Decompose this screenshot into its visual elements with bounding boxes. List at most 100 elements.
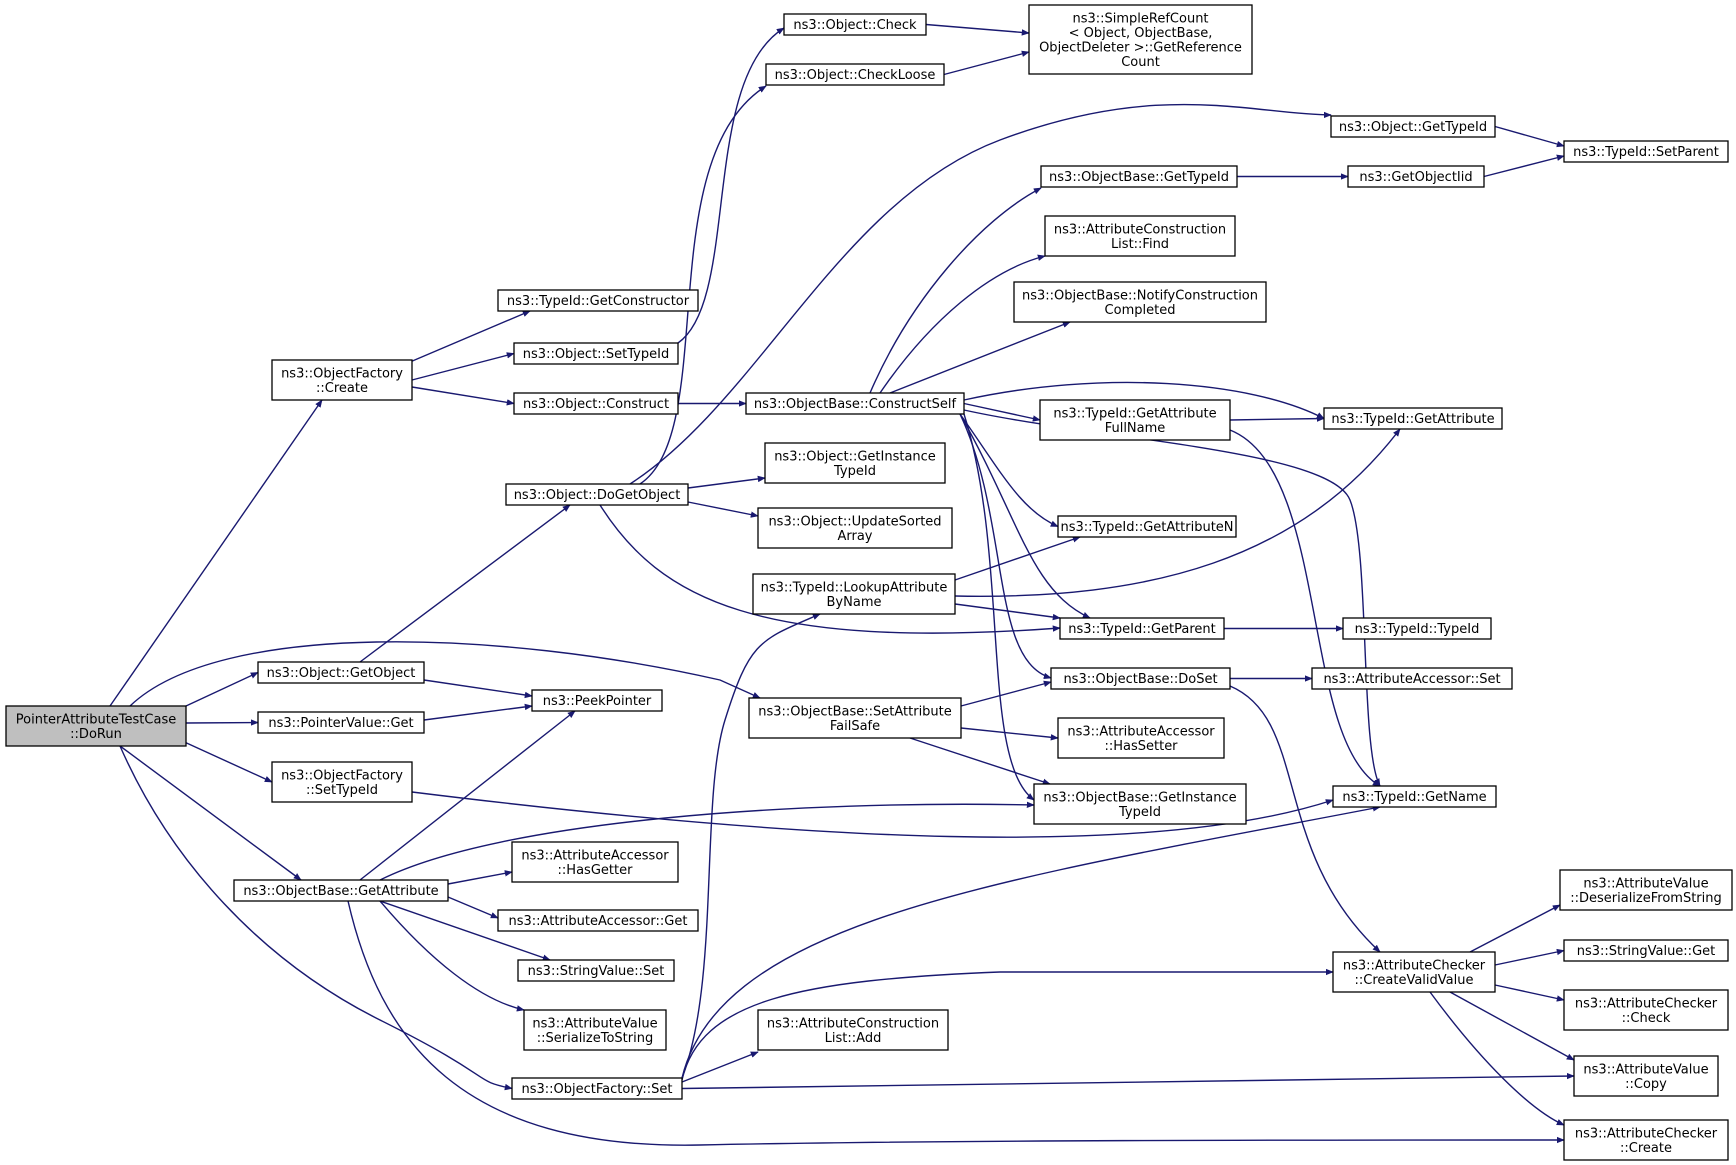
edge-object_doget-to-object_checkloose xyxy=(639,85,767,485)
node-object_construct[interactable]: ns3::Object::Construct xyxy=(513,392,679,415)
node-label: FailSafe xyxy=(830,719,880,734)
edge-of_create-to-object_construct xyxy=(411,386,515,406)
edge-objectbase_getattribute-to-accessor_hasgetter xyxy=(447,870,513,885)
node-box xyxy=(752,573,956,615)
node-object_check[interactable]: ns3::Object::Check xyxy=(783,13,927,36)
edge-constructself-to-objectbase_getinstancetypeid xyxy=(963,413,1035,801)
node-root[interactable]: PointerAttributeTestCase::DoRun xyxy=(5,705,187,747)
node-stringvalue_set[interactable]: ns3::StringValue::Set xyxy=(517,959,675,982)
edge-object_getobject-to-object_doget xyxy=(359,504,571,663)
node-checker_create[interactable]: ns3::AttributeChecker::Create xyxy=(1563,1119,1729,1161)
node-label: ns3::TypeId::SetParent xyxy=(1573,145,1719,160)
node-simplerefcount[interactable]: ns3::SimpleRefCount< Object, ObjectBase,… xyxy=(1028,4,1253,75)
node-checker_check[interactable]: ns3::AttributeChecker::Check xyxy=(1563,989,1729,1031)
node-object_gettypeid[interactable]: ns3::Object::GetTypeId xyxy=(1330,115,1496,138)
node-box xyxy=(1563,140,1729,163)
node-attrvalue_copy[interactable]: ns3::AttributeValue::Copy xyxy=(1573,1055,1719,1097)
node-box xyxy=(505,483,689,506)
node-pointervalue_get[interactable]: ns3::PointerValue::Get xyxy=(257,711,425,734)
node-label: PointerAttributeTestCase xyxy=(16,712,176,727)
node-label: ns3::StringValue::Get xyxy=(1577,944,1715,959)
node-object_settypeid[interactable]: ns3::Object::SetTypeId xyxy=(513,342,679,365)
node-label: Count xyxy=(1121,55,1160,70)
node-accessor_hassetter[interactable]: ns3::AttributeAccessor::HasSetter xyxy=(1057,717,1225,759)
node-typeid_setparent[interactable]: ns3::TypeId::SetParent xyxy=(1563,140,1729,163)
node-checker_createvalid[interactable]: ns3::AttributeChecker::CreateValidValue xyxy=(1332,951,1496,993)
node-box xyxy=(1059,617,1225,640)
node-box xyxy=(233,879,449,902)
node-box xyxy=(1332,951,1496,993)
node-label: ns3::AttributeConstruction xyxy=(767,1016,939,1031)
node-of_set[interactable]: ns3::ObjectFactory::Set xyxy=(511,1077,683,1100)
node-accessor_hasgetter[interactable]: ns3::AttributeAccessor::HasGetter xyxy=(511,841,679,883)
node-label: ns3::AttributeAccessor xyxy=(1067,724,1215,739)
node-peekpointer[interactable]: ns3::PeekPointer xyxy=(531,689,663,712)
node-box xyxy=(513,342,679,365)
node-box xyxy=(757,1009,949,1051)
node-typeid_getattributen[interactable]: ns3::TypeId::GetAttributeN xyxy=(1057,515,1237,538)
node-box xyxy=(523,1009,667,1051)
node-label: ns3::ObjectFactory::Set xyxy=(521,1082,672,1097)
node-box xyxy=(5,705,187,747)
node-notifyconstruction[interactable]: ns3::ObjectBase::NotifyConstructionCompl… xyxy=(1013,281,1267,323)
node-object_checkloose[interactable]: ns3::Object::CheckLoose xyxy=(765,63,945,86)
edge-of_set-to-attrvalue_copy xyxy=(681,1072,1575,1090)
node-box xyxy=(764,442,946,484)
edge-object_doget-to-object_updatesorted xyxy=(687,501,759,518)
node-attrvalue_deserialize[interactable]: ns3::AttributeValue::DeserializeFromStri… xyxy=(1559,869,1733,911)
node-label: ns3::AttributeValue xyxy=(532,1016,657,1031)
node-of_create[interactable]: ns3::ObjectFactory::Create xyxy=(271,359,413,401)
node-box xyxy=(1039,399,1231,441)
node-box xyxy=(1057,717,1225,759)
node-label: ::Copy xyxy=(1625,1077,1667,1092)
node-accessor_set[interactable]: ns3::AttributeAccessor::Set xyxy=(1311,667,1513,690)
edge-constructself-to-typeid_getparent xyxy=(959,413,1091,619)
node-box xyxy=(1347,165,1485,188)
node-label: ns3::TypeId::LookupAttribute xyxy=(761,580,948,595)
edge-pointervalue_get-to-peekpointer xyxy=(423,703,533,721)
node-typeid_getattribute[interactable]: ns3::TypeId::GetAttribute xyxy=(1323,407,1503,430)
edge-object_doget-to-object_gettypeid xyxy=(629,103,1332,485)
node-label: ns3::SimpleRefCount xyxy=(1072,11,1208,26)
node-box xyxy=(765,63,945,86)
node-attrvalue_serialize[interactable]: ns3::AttributeValue::SerializeToString xyxy=(523,1009,667,1051)
node-label: ns3::TypeId::GetConstructor xyxy=(507,294,690,309)
node-stringvalue_get[interactable]: ns3::StringValue::Get xyxy=(1563,939,1729,962)
node-box xyxy=(757,507,953,549)
node-of_settypeid[interactable]: ns3::ObjectFactory::SetTypeId xyxy=(271,761,413,803)
node-getobjectiid[interactable]: ns3::GetObjectIid xyxy=(1347,165,1485,188)
node-label: ::Create xyxy=(316,381,368,396)
node-label: ns3::TypeId::GetAttribute xyxy=(1331,412,1494,427)
edge-constructself-to-acl_find xyxy=(879,254,1046,394)
node-box xyxy=(511,1077,683,1100)
node-objectbase_doset[interactable]: ns3::ObjectBase::DoSet xyxy=(1050,667,1231,690)
node-object_getobject[interactable]: ns3::Object::GetObject xyxy=(257,661,425,684)
node-objectbase_getattribute[interactable]: ns3::ObjectBase::GetAttribute xyxy=(233,879,449,902)
node-typeid_getname[interactable]: ns3::TypeId::GetName xyxy=(1332,785,1497,808)
node-label: ns3::ObjectBase::GetAttribute xyxy=(243,884,438,899)
node-object_doget[interactable]: ns3::Object::DoGetObject xyxy=(505,483,689,506)
node-typeid_getparent[interactable]: ns3::TypeId::GetParent xyxy=(1059,617,1225,640)
edge-objectbase_doset-to-checker_createvalid xyxy=(1229,685,1381,953)
node-box xyxy=(271,761,413,803)
node-box xyxy=(1057,515,1237,538)
node-constructself[interactable]: ns3::ObjectBase::ConstructSelf xyxy=(745,392,965,415)
edge-checker_createvalid-to-attrvalue_deserialize xyxy=(1469,904,1561,953)
node-typeid_typeid[interactable]: ns3::TypeId::TypeId xyxy=(1342,617,1492,640)
node-objectbase_gettypeid[interactable]: ns3::ObjectBase::GetTypeId xyxy=(1040,165,1238,188)
node-label: ns3::AttributeValue xyxy=(1583,1062,1708,1077)
node-label: TypeId xyxy=(833,464,876,479)
edge-of_set-to-typeid_getname xyxy=(681,805,1381,1079)
node-typeid_getconstructor[interactable]: ns3::TypeId::GetConstructor xyxy=(497,289,699,312)
node-accessor_get[interactable]: ns3::AttributeAccessor::Get xyxy=(497,909,699,932)
node-box xyxy=(1563,939,1729,962)
node-box xyxy=(1028,4,1253,75)
